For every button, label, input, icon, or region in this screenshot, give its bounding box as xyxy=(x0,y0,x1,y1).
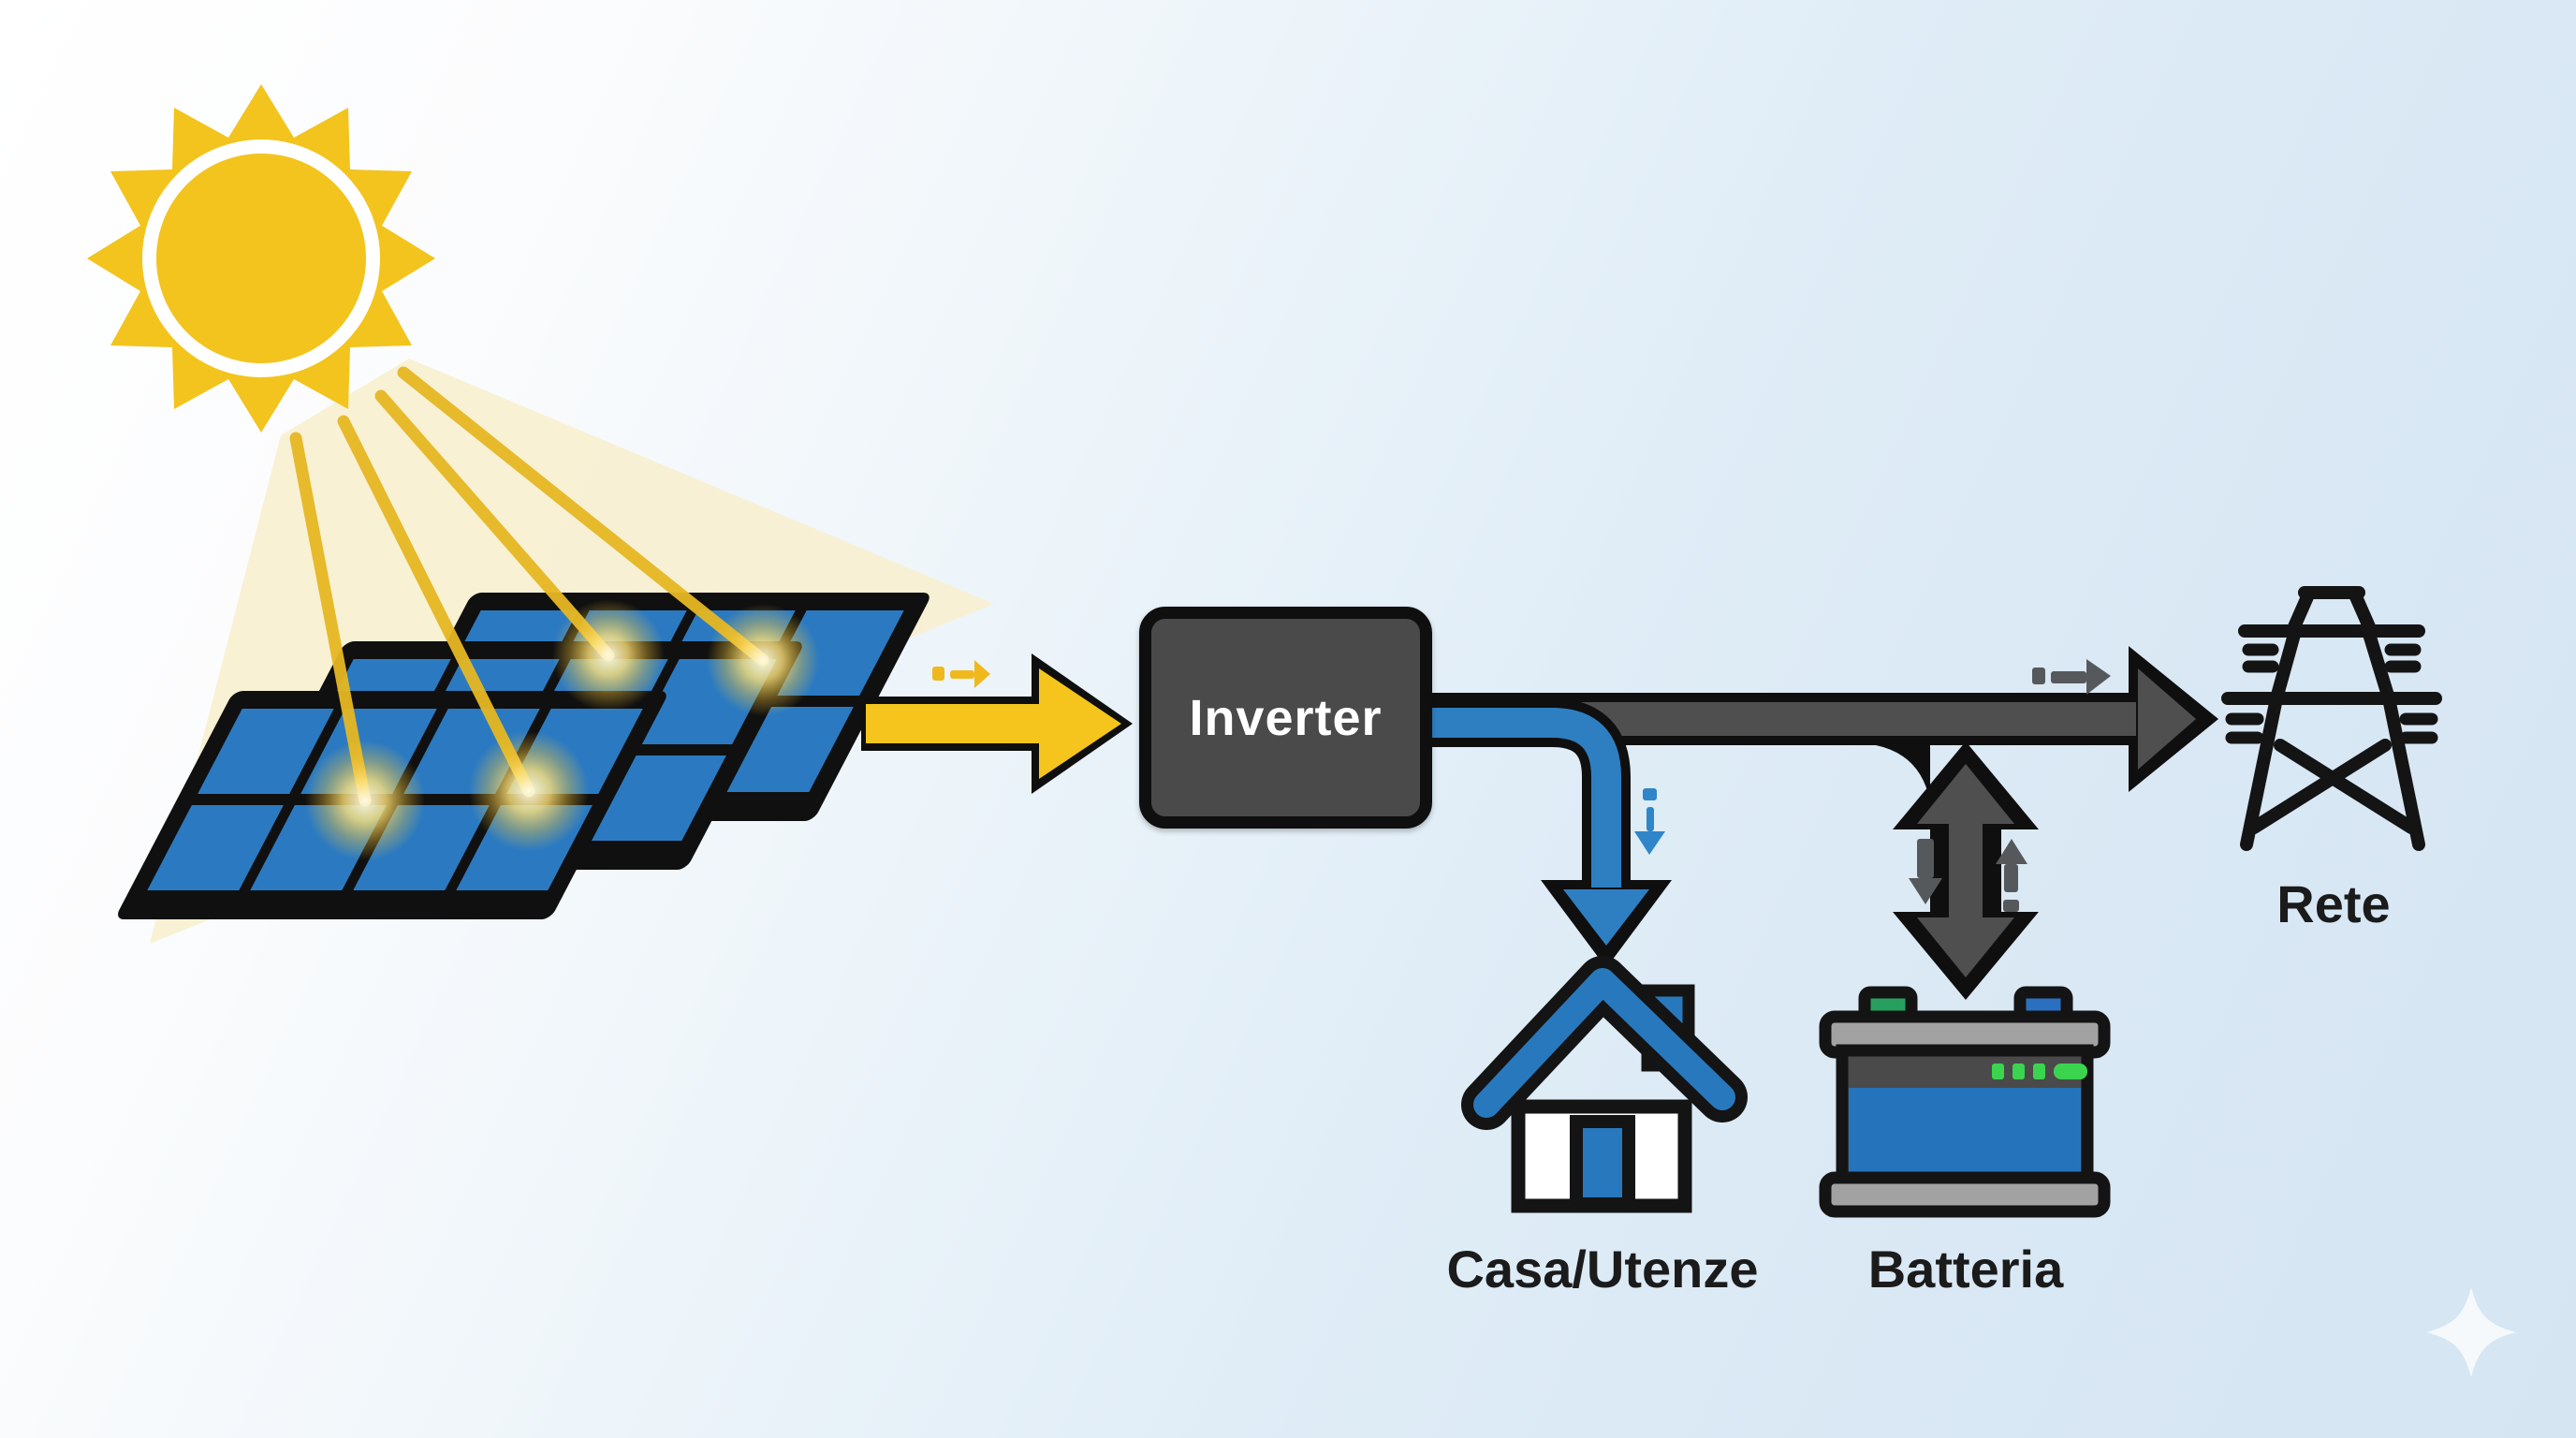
flow-inverter-battery xyxy=(1893,741,2039,1000)
dc-mini-arrow-icon xyxy=(932,660,990,688)
sparkle-icon xyxy=(2426,1287,2516,1377)
flow-panels-to-inverter xyxy=(861,653,1133,794)
sun-icon xyxy=(87,84,435,433)
grid-export-mini-arrow-icon xyxy=(2032,659,2111,695)
battery-icon xyxy=(1819,986,2111,1218)
battery-discharge-mini-arrow-icon xyxy=(1996,839,2027,912)
house-roof-fill xyxy=(1473,968,1735,1118)
sun-beam xyxy=(337,415,535,798)
inverter-node: Inverter xyxy=(1139,607,1432,829)
battery-charge-level xyxy=(1849,1088,2081,1176)
sun-beam xyxy=(397,366,769,667)
house-icon xyxy=(1461,956,1748,1213)
battery-bottom-cap xyxy=(1819,1171,2111,1218)
inverter-label: Inverter xyxy=(1189,689,1383,746)
battery-branch-fillet xyxy=(1876,745,1930,801)
beam-glow-spots xyxy=(305,599,819,860)
house-mini-arrow-icon xyxy=(1634,788,1665,855)
battery-charge-mini-arrow-icon xyxy=(1909,839,1942,904)
house-door xyxy=(1570,1115,1635,1211)
battery-charge-lights xyxy=(1992,1064,2087,1079)
sun-disc xyxy=(156,154,366,363)
flow-inverter-to-house xyxy=(1418,698,1672,968)
grid-tower-icon xyxy=(2221,586,2442,851)
house-label: Casa/Utenze xyxy=(1446,1240,1759,1299)
grid-wire-dashes xyxy=(2225,643,2438,744)
grid-label: Rete xyxy=(2276,874,2391,933)
sun-beams xyxy=(289,366,769,807)
battery-label: Batteria xyxy=(1867,1240,2064,1299)
sun-beam xyxy=(289,432,372,807)
sun-beam xyxy=(374,389,615,662)
